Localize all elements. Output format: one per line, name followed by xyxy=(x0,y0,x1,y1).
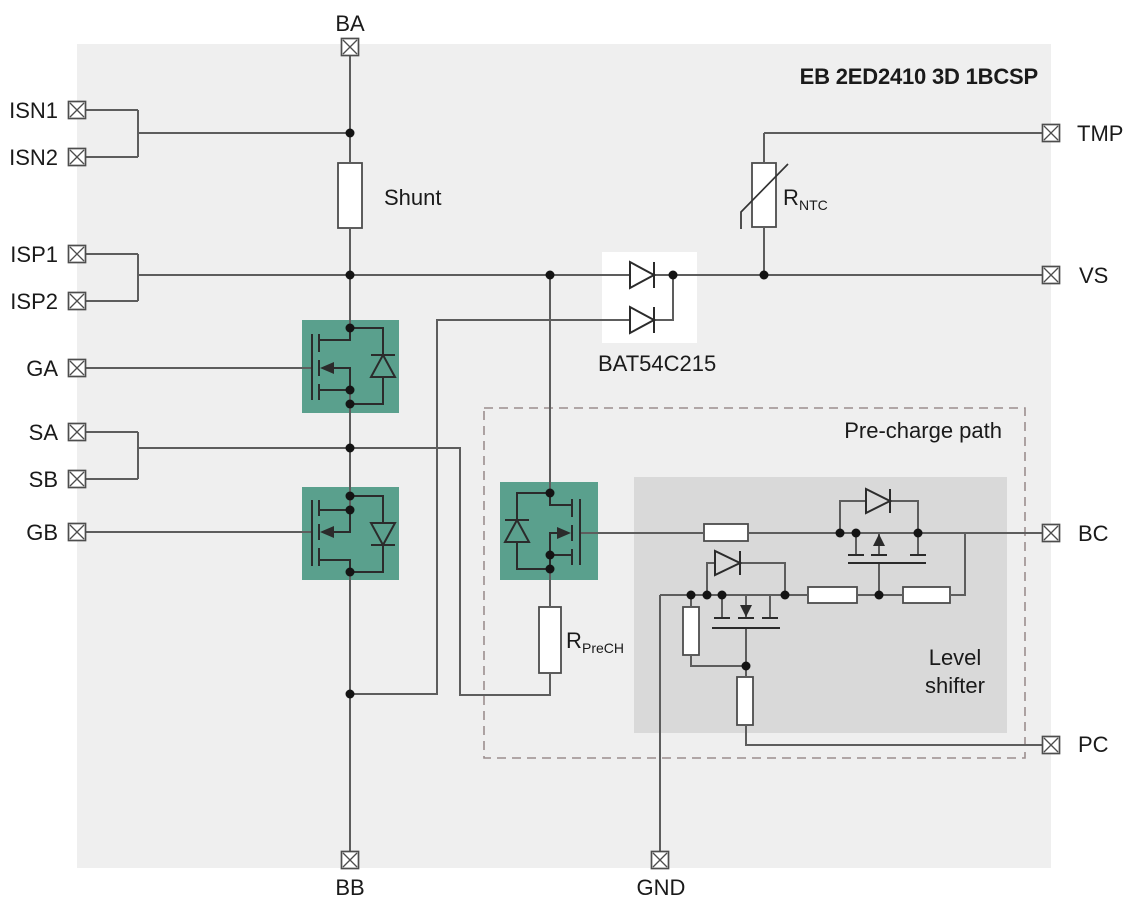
precharge-region-border xyxy=(483,407,1026,759)
precharge-path-label: Pre-charge path xyxy=(844,418,1002,443)
mosfet-b-bulk-arrow xyxy=(320,526,334,538)
ls-resistor-2 xyxy=(807,586,858,604)
level-shifter-block xyxy=(634,477,1007,733)
pin-bc-label: BC xyxy=(1078,521,1109,546)
level-shifter-label-line1: Level xyxy=(929,645,982,670)
ntc-diagonal-mark xyxy=(740,163,789,229)
pin-ga-label: GA xyxy=(26,356,58,381)
pin-isp1 xyxy=(67,244,87,264)
pin-ga xyxy=(67,358,87,378)
mosfet-b-symbol xyxy=(311,495,397,573)
pin-vs xyxy=(1041,265,1061,285)
pin-isp2 xyxy=(67,291,87,311)
pin-isp2-label: ISP2 xyxy=(10,289,58,314)
ls-mosfet-mid-bulk-arrow xyxy=(740,605,752,617)
ls-diode-mid-symbol xyxy=(714,549,743,577)
rntc-label: R xyxy=(783,185,799,210)
pin-gnd-label: GND xyxy=(637,875,686,900)
pin-sb-label: SB xyxy=(29,467,58,492)
ls-resistor-4 xyxy=(682,606,700,656)
rntc-body xyxy=(751,162,777,228)
board-title: EB 2ED2410 3D 1BCSP xyxy=(800,64,1038,89)
pin-boxes xyxy=(67,37,1061,870)
pin-isn2-label: ISN2 xyxy=(9,145,58,170)
bat54c215-label: BAT54C215 xyxy=(598,351,716,376)
pin-tmp-label: TMP xyxy=(1077,121,1123,146)
mosfet-a-bulk-arrow xyxy=(320,362,334,374)
pin-gb-label: GB xyxy=(26,520,58,545)
pin-bb xyxy=(340,850,360,870)
ls-resistor-5 xyxy=(736,676,754,726)
ls-mosfet-mid-symbol xyxy=(712,605,780,629)
bat54c215-body xyxy=(602,252,697,343)
pin-isn1-label: ISN1 xyxy=(9,98,58,123)
rprech-label-subscript: PreCH xyxy=(582,640,624,656)
junction-dots xyxy=(345,128,923,699)
pin-sa xyxy=(67,422,87,442)
level-shifter-label-line2: shifter xyxy=(925,673,985,698)
bat54c215-symbol xyxy=(629,260,657,335)
mosfet-precharge-symbol xyxy=(503,492,581,570)
pin-vs-label: VS xyxy=(1079,263,1108,288)
mosfet-precharge-bulk-arrow xyxy=(557,527,571,539)
shunt-resistor-body xyxy=(337,162,363,229)
rntc-label-subscript: NTC xyxy=(799,197,828,213)
ls-resistor-1 xyxy=(703,523,749,542)
bat54-diode-bottom xyxy=(629,305,657,335)
ls-mosfet-top-bulk-arrow xyxy=(873,534,885,546)
rprech-label: R xyxy=(566,628,582,653)
ls-resistor-3 xyxy=(902,586,951,604)
pin-ba xyxy=(340,37,360,57)
pin-pc xyxy=(1041,735,1061,755)
pin-tmp xyxy=(1041,123,1061,143)
pin-pc-label: PC xyxy=(1078,732,1109,757)
pin-gnd xyxy=(650,850,670,870)
ls-mosfet-top-symbol xyxy=(848,534,926,564)
rprech-body xyxy=(538,606,562,674)
pin-isp1-label: ISP1 xyxy=(10,242,58,267)
pin-sb xyxy=(67,469,87,489)
pin-gb xyxy=(67,522,87,542)
bat54-diode-top xyxy=(629,260,657,290)
pin-isn1 xyxy=(67,100,87,120)
pin-isn2 xyxy=(67,147,87,167)
mosfet-a-symbol xyxy=(311,327,397,405)
pin-bc xyxy=(1041,523,1061,543)
ls-diode-top-symbol xyxy=(865,487,893,515)
shunt-label: Shunt xyxy=(384,185,442,210)
pin-bb-label: BB xyxy=(335,875,364,900)
pin-sa-label: SA xyxy=(29,420,59,445)
wires xyxy=(86,56,1043,852)
pin-ba-label: BA xyxy=(335,11,365,36)
